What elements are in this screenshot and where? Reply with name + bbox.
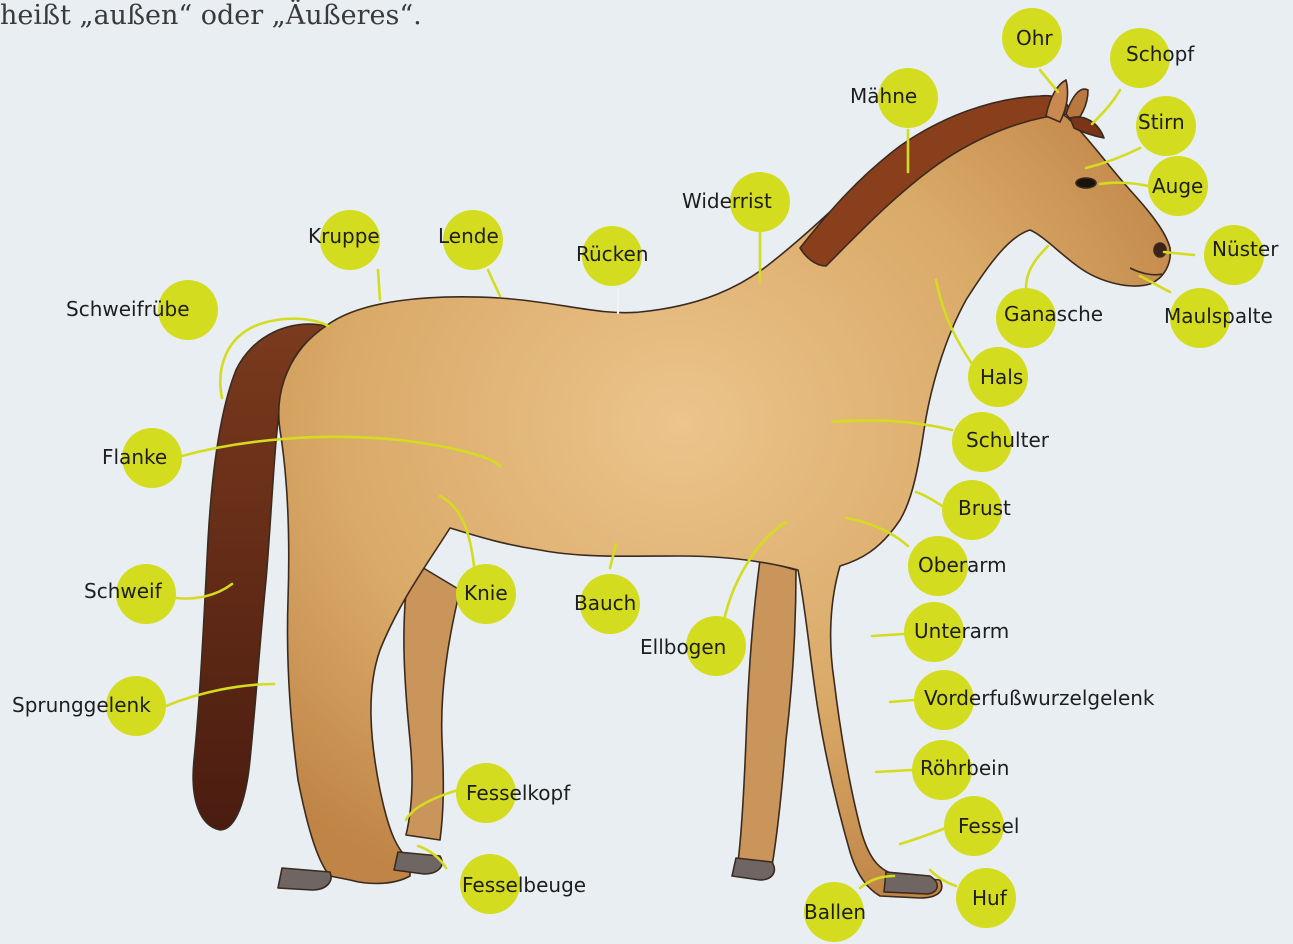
marker-ganasche <box>996 288 1056 348</box>
marker-flanke <box>122 428 182 488</box>
marker-ballen <box>804 882 864 942</box>
marker-schulter <box>952 412 1012 472</box>
nostril <box>1154 243 1166 257</box>
marker-stirn <box>1136 96 1196 156</box>
marker-knie <box>456 564 516 624</box>
marker-ellbogen <box>686 616 746 676</box>
marker-ohr <box>1002 8 1062 68</box>
marker-widerrist <box>730 172 790 232</box>
eye <box>1076 178 1096 188</box>
marker-kruppe <box>320 210 380 270</box>
marker-huf <box>956 868 1016 928</box>
marker-oberarm <box>908 536 968 596</box>
far-front-leg <box>738 560 796 866</box>
marker-schweif <box>116 564 176 624</box>
marker-brust <box>942 480 1002 540</box>
marker-maulspalte <box>1170 288 1230 348</box>
marker-schweifruebe <box>158 280 218 340</box>
marker-fesselkopf <box>456 763 516 823</box>
horse-illustration <box>193 80 1170 898</box>
marker-maehne <box>878 68 938 128</box>
marker-ruecken <box>582 226 642 286</box>
marker-lende <box>443 210 503 270</box>
marker-fessel <box>944 796 1004 856</box>
marker-auge <box>1148 156 1208 216</box>
marker-vorderfusswurzelgelenk <box>914 670 974 730</box>
marker-sprunggelenk <box>106 676 166 736</box>
marker-unterarm <box>904 602 964 662</box>
marker-roehrbein <box>912 740 972 800</box>
marker-bauch <box>580 574 640 634</box>
marker-hals <box>968 347 1028 407</box>
hind-hoof <box>278 868 331 890</box>
far-hind-leg <box>404 560 460 840</box>
far-front-hoof <box>732 858 774 880</box>
marker-nuester <box>1204 225 1264 285</box>
marker-schopf <box>1110 28 1170 88</box>
marker-fesselbeuge <box>460 854 520 914</box>
